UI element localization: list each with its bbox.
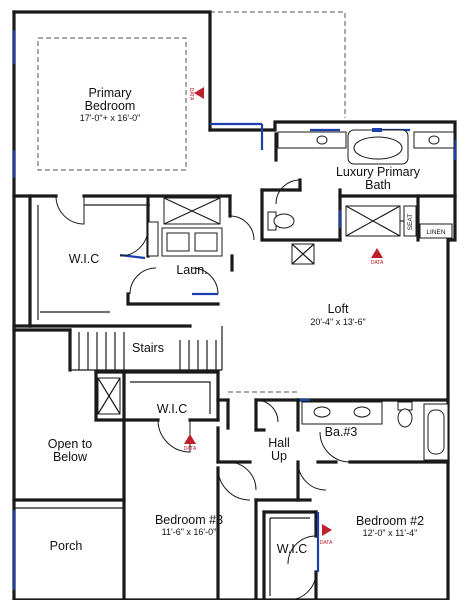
seat-label: SEAT — [407, 214, 414, 231]
luxury-bath-label-line1: Luxury Primary — [336, 165, 421, 179]
bedroom2-label: Bedroom #2 — [356, 514, 424, 528]
data-marker: DATA — [184, 434, 197, 452]
data-marker-label: DATA — [371, 260, 384, 266]
exterior-walls — [12, 10, 457, 600]
interior-walls — [12, 132, 457, 600]
loft-dims: 20'-4" x 13'-6" — [310, 317, 365, 327]
linen-label: LINEN — [426, 229, 445, 236]
bedroom3-label: Bedroom #3 — [155, 513, 223, 527]
primary-bedroom-dims: 17'-0"+ x 16'-0" — [80, 113, 141, 123]
loft-label: Loft — [328, 302, 349, 316]
hall-label-line1: Hall — [268, 436, 290, 450]
wic-primary-label: W.I.C — [69, 252, 100, 266]
fixtures — [97, 128, 455, 596]
primary-bedroom-label-line2: Bedroom — [85, 99, 136, 113]
primary-bedroom-label-line1: Primary — [88, 86, 132, 100]
data-marker: DATA — [320, 524, 333, 546]
laundry-label: Laun. — [176, 263, 207, 277]
data-marker-label: DATA — [184, 446, 197, 452]
stair-treads — [69, 326, 223, 371]
data-marker: DATA — [188, 87, 204, 101]
porch-label: Porch — [50, 539, 83, 553]
open-to-below-label-line1: Open to — [48, 437, 93, 451]
door-swings — [55, 179, 351, 600]
roof-below-outline — [210, 11, 346, 118]
data-marker-label: DATA — [188, 88, 194, 101]
primary-bedroom-tray-ceiling — [37, 37, 187, 171]
bedroom3-dims: 11'-6" x 16'-0" — [162, 527, 217, 537]
wic-bedroom2-label: W.I.C — [277, 542, 308, 556]
hall-label-line2: Up — [271, 449, 287, 463]
bath3-label: Ba.#3 — [325, 425, 358, 439]
data-marker-label: DATA — [320, 540, 333, 546]
open-to-below-label-line2: Below — [53, 450, 88, 464]
data-marker: DATA — [371, 248, 384, 266]
bedroom2-dims: 12'-0" x 11'-4" — [363, 528, 418, 538]
luxury-bath-label-line2: Bath — [365, 178, 391, 192]
wic-bedroom3-label: W.I.C — [157, 402, 188, 416]
stairs-label: Stairs — [132, 341, 164, 355]
